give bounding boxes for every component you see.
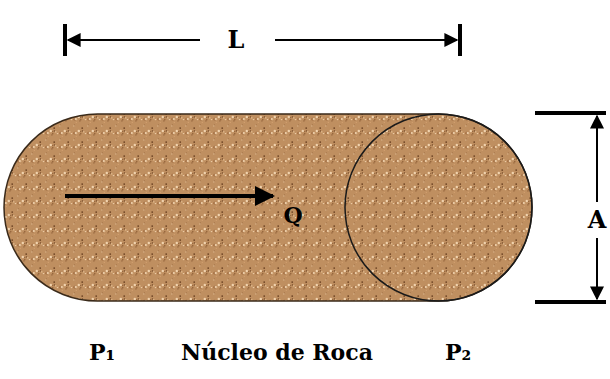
flow-label: Q [283,203,302,227]
dimension-bar [535,111,606,115]
pressure-label: P₂ [445,340,471,364]
dimension-arrow [596,238,598,299]
pressure-label: P₁ [89,340,115,364]
dimension-label: L [228,27,245,53]
dimension-bar [535,300,606,304]
dimension-bar [458,24,462,56]
dimension-bar [63,24,67,56]
core-shape [3,113,533,302]
caption-label: Núcleo de Roca [181,340,373,364]
dimension-arrow [596,116,598,202]
rock-core: Q [3,113,533,302]
dimension-label: A [588,206,607,234]
dimension-arrow [275,39,457,41]
dimension-arrow [68,39,200,41]
